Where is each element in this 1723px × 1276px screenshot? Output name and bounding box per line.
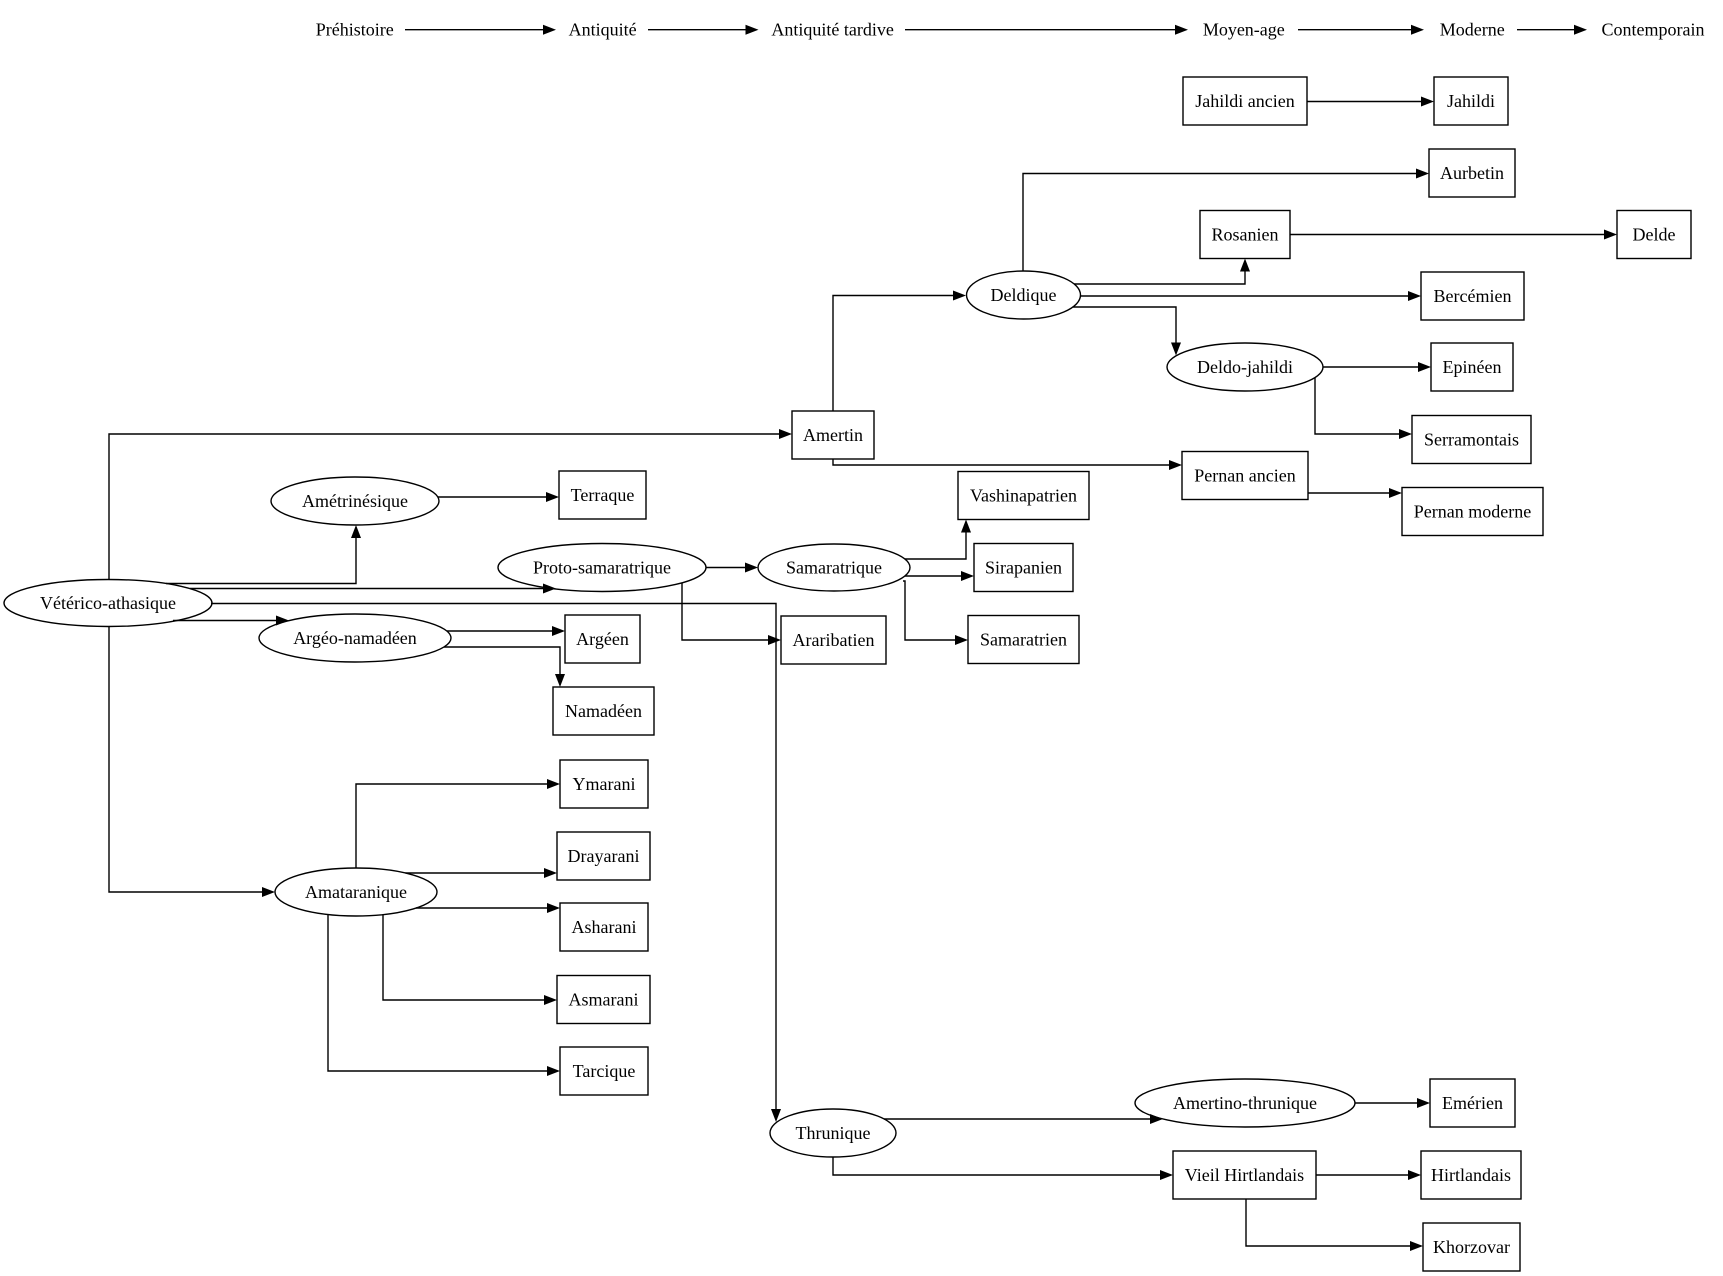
svg-text:Antiquité tardive: Antiquité tardive	[771, 20, 893, 40]
svg-text:Samaratrien: Samaratrien	[980, 630, 1067, 650]
svg-text:Drayarani: Drayarani	[568, 846, 640, 866]
svg-text:Argéo-namadéen: Argéo-namadéen	[293, 628, 417, 648]
svg-text:Pernan ancien: Pernan ancien	[1194, 466, 1295, 486]
svg-text:Proto-samaratrique: Proto-samaratrique	[533, 558, 671, 578]
svg-text:Sirapanien: Sirapanien	[985, 558, 1062, 578]
svg-text:Thrunique: Thrunique	[796, 1123, 871, 1143]
svg-text:Araribatien: Araribatien	[793, 630, 875, 650]
svg-text:Vashinapatrien: Vashinapatrien	[970, 486, 1077, 506]
svg-text:Asharani: Asharani	[572, 917, 637, 937]
svg-text:Asmarani: Asmarani	[569, 990, 639, 1010]
svg-text:Deldo-jahildi: Deldo-jahildi	[1197, 357, 1293, 377]
svg-text:Vieil Hirtlandais: Vieil Hirtlandais	[1185, 1165, 1304, 1185]
svg-text:Vétérico-athasique: Vétérico-athasique	[40, 593, 176, 613]
svg-text:Hirtlandais: Hirtlandais	[1431, 1165, 1511, 1185]
svg-text:Aurbetin: Aurbetin	[1440, 163, 1504, 183]
svg-text:Moyen-age: Moyen-age	[1203, 20, 1285, 40]
svg-text:Pernan moderne: Pernan moderne	[1414, 502, 1531, 522]
svg-text:Amertino-thrunique: Amertino-thrunique	[1173, 1093, 1317, 1113]
svg-text:Jahildi: Jahildi	[1447, 91, 1495, 111]
svg-text:Namadéen: Namadéen	[565, 701, 642, 721]
svg-text:Amétrinésique: Amétrinésique	[302, 491, 408, 511]
svg-text:Rosanien: Rosanien	[1212, 225, 1279, 245]
svg-text:Samaratrique: Samaratrique	[786, 558, 882, 578]
svg-text:Amataranique: Amataranique	[305, 882, 407, 902]
svg-text:Moderne: Moderne	[1440, 20, 1505, 40]
svg-text:Serramontais: Serramontais	[1424, 430, 1519, 450]
svg-text:Bercémien: Bercémien	[1434, 286, 1512, 306]
svg-text:Jahildi ancien: Jahildi ancien	[1195, 91, 1294, 111]
svg-text:Amertin: Amertin	[803, 425, 863, 445]
svg-text:Antiquité: Antiquité	[569, 20, 637, 40]
svg-text:Epinéen: Epinéen	[1443, 357, 1502, 377]
svg-text:Préhistoire: Préhistoire	[316, 20, 394, 40]
svg-text:Ymarani: Ymarani	[573, 774, 636, 794]
svg-text:Terraque: Terraque	[571, 485, 635, 505]
svg-text:Emérien: Emérien	[1442, 1093, 1503, 1113]
svg-text:Contemporain: Contemporain	[1602, 20, 1705, 40]
svg-text:Khorzovar: Khorzovar	[1433, 1237, 1510, 1257]
svg-text:Delde: Delde	[1633, 225, 1676, 245]
svg-text:Argéen: Argéen	[576, 629, 629, 649]
svg-text:Tarcique: Tarcique	[573, 1061, 636, 1081]
svg-text:Deldique: Deldique	[991, 285, 1057, 305]
